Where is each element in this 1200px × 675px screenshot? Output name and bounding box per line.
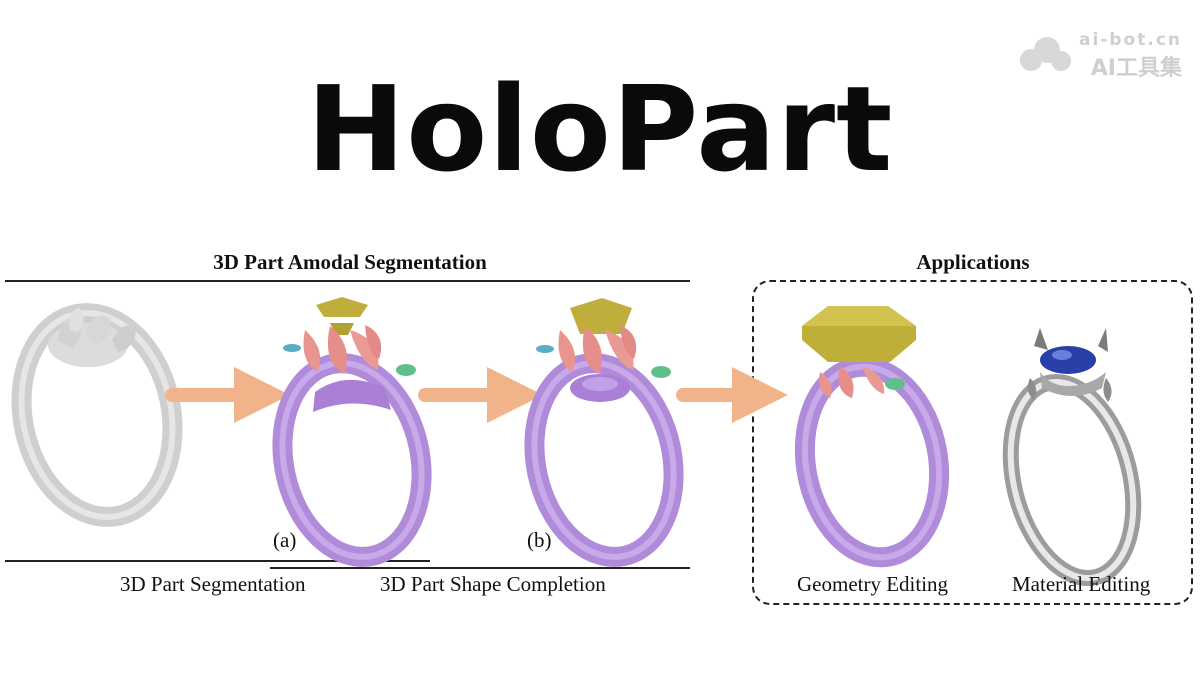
caption-material: Material Editing (1012, 572, 1151, 596)
geometry-edited-ring (794, 306, 950, 568)
section-top-rule (5, 280, 690, 282)
completion-rule (270, 567, 690, 569)
watermark-logo-icon (1020, 37, 1072, 71)
completed-ring-b (524, 298, 684, 567)
watermark: ai-bot.cn AI工具集 (1020, 30, 1182, 82)
caption-geometry: Geometry Editing (797, 572, 949, 596)
input-ring (11, 303, 183, 527)
watermark-line1: ai-bot.cn (1079, 30, 1182, 50)
applications-box (752, 280, 1193, 605)
label-a: (a) (273, 528, 297, 552)
caption-completion: 3D Part Shape Completion (380, 572, 606, 596)
segmentation-rule (5, 560, 430, 562)
caption-segmentation: 3D Part Segmentation (120, 572, 306, 596)
material-edited-ring (1002, 328, 1142, 587)
watermark-line2: AI工具集 (1090, 56, 1182, 81)
segmented-ring-a (272, 297, 432, 567)
label-b: (b) (527, 528, 552, 552)
applications-title: Applications (916, 250, 1030, 274)
page-title: HoloPart (306, 60, 894, 198)
section-title: 3D Part Amodal Segmentation (213, 250, 487, 274)
